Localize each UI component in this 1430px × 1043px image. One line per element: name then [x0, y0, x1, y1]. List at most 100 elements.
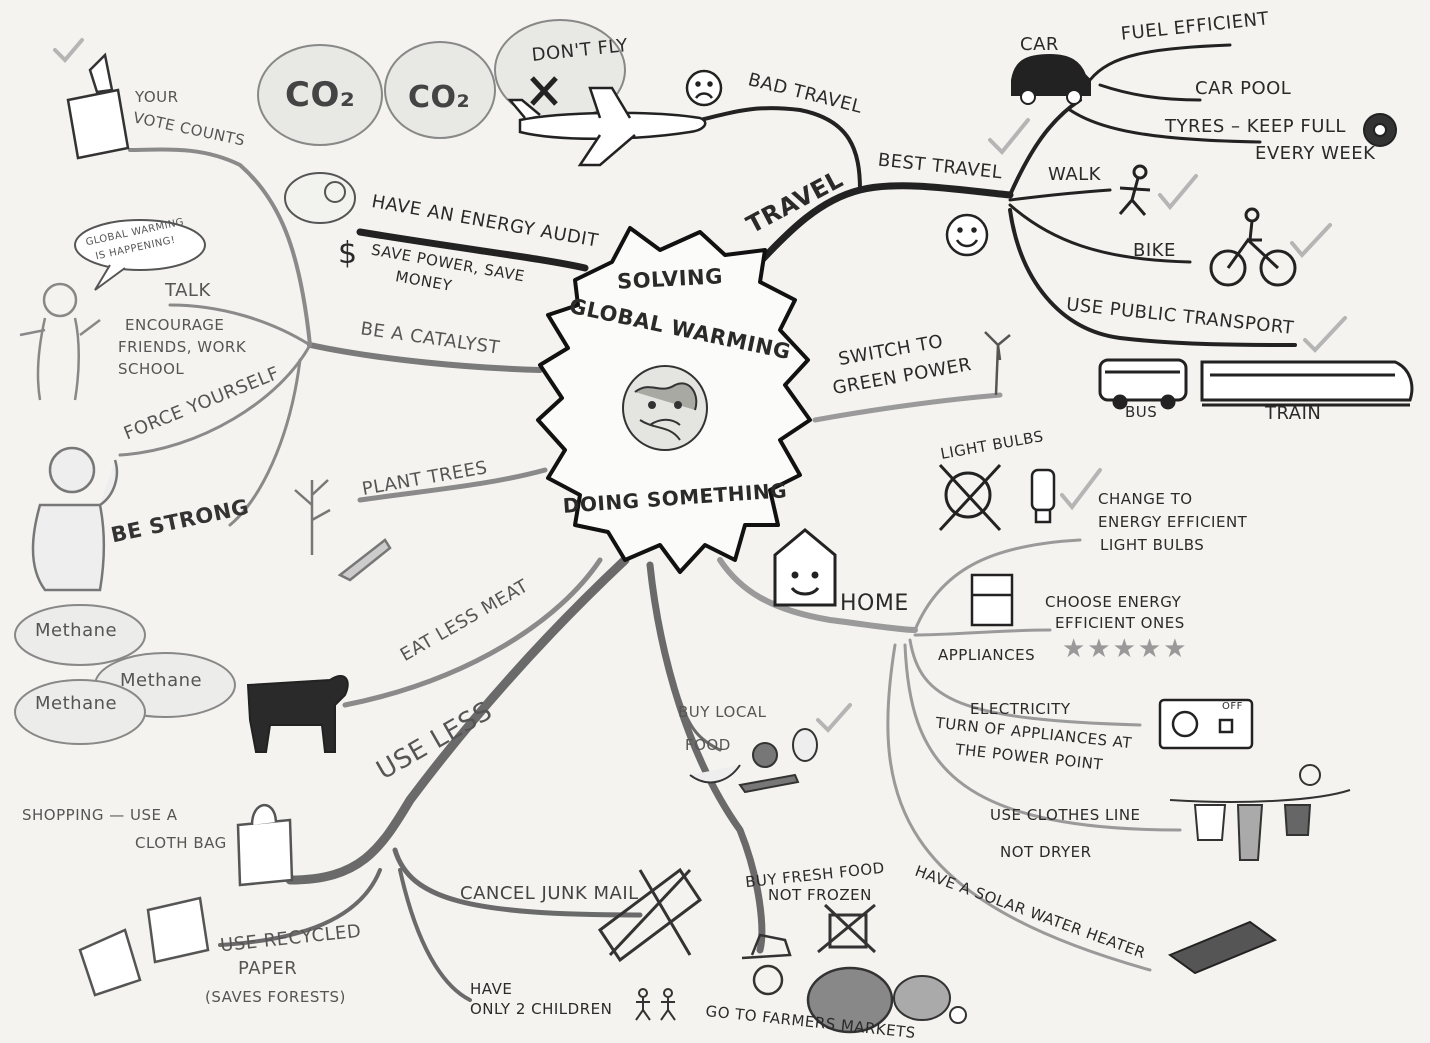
vegetables-icon — [893, 975, 967, 1024]
star-rating: ★★★★★ — [1062, 634, 1189, 664]
clothes-line-label: USE CLOTHES LINE — [990, 806, 1141, 824]
encourage-line2: FRIENDS, WORK — [118, 338, 247, 356]
recycled-line2: PAPER — [238, 958, 298, 979]
tyres-label-line2: EVERY WEEK — [1255, 143, 1376, 164]
methane-label-1: Methane — [35, 620, 118, 641]
car-icon — [1011, 53, 1091, 105]
shopping-label: SHOPPING — USE A — [22, 806, 178, 824]
bulb-crossed-icon — [938, 463, 1002, 532]
branch-local-food — [678, 698, 722, 752]
junk-mail-crossed-icon — [597, 867, 703, 963]
methane-clouds — [14, 604, 236, 745]
person-talking-icon — [19, 282, 101, 401]
ballot-box-icon — [66, 52, 130, 160]
bike-label: BIKE — [1133, 240, 1176, 261]
branch-electricity — [908, 638, 1142, 727]
branch-force — [118, 343, 312, 457]
branch-catalyst — [307, 342, 543, 373]
choose-efficient-line2: EFFICIENT ONES — [1055, 614, 1185, 632]
check-marks — [53, 38, 1347, 733]
encourage-line1: ENCOURAGE — [125, 316, 225, 334]
branch-strong — [228, 358, 302, 527]
power-point-icon — [1158, 698, 1254, 750]
sad-face-icon — [685, 69, 723, 107]
branch-vote — [128, 147, 312, 347]
efficient-bulb-icon — [1030, 468, 1056, 524]
branch-solar — [886, 643, 1152, 972]
branch-eat-less-meat — [342, 557, 603, 708]
walking-person-icon — [1118, 164, 1151, 216]
tyres-label-line1: TYRES – KEEP FULL — [1165, 116, 1346, 137]
cloth-bag-label: CLOTH BAG — [135, 834, 227, 852]
cloth-bag-icon — [236, 803, 294, 887]
home-label: HOME — [840, 591, 909, 616]
train-label: TRAIN — [1265, 403, 1322, 424]
branch-plant-trees — [357, 467, 548, 503]
talk-label: TALK — [165, 280, 211, 301]
branch-junk-mail — [392, 847, 643, 918]
recycled-line3: (SAVES FORESTS) — [205, 988, 346, 1006]
train-icon — [1200, 360, 1414, 407]
bicycle-icon — [1209, 207, 1297, 287]
change-bulbs-line1: CHANGE TO — [1098, 490, 1193, 508]
branch-bike — [1008, 203, 1192, 264]
fruit-icon — [689, 728, 818, 794]
branch-carpool — [1098, 83, 1202, 102]
appliances-label: APPLIANCES — [938, 646, 1036, 664]
farmer-icon — [741, 933, 792, 996]
frozen-food-crossed-icon — [817, 903, 877, 954]
electricity-label: ELECTRICITY — [970, 700, 1071, 718]
methane-label-2: Methane — [120, 670, 203, 691]
branch-green-power — [812, 392, 1003, 423]
piggy-bank-icon — [284, 172, 356, 224]
speech-bubble — [74, 219, 206, 291]
branch-car — [1008, 98, 1082, 197]
branch-tyres — [1068, 108, 1262, 144]
dollar-icon: $ — [338, 236, 358, 271]
children-label-line2: ONLY 2 CHILDREN — [470, 1000, 613, 1018]
co2-label-b: CO₂ — [408, 80, 471, 115]
children-label-line1: HAVE — [470, 980, 513, 998]
paper-stack-icon — [78, 896, 210, 997]
change-bulbs-line3: LIGHT BULBS — [1100, 536, 1205, 554]
cross-icon — [530, 76, 558, 106]
clothes-line-icon — [1169, 764, 1351, 861]
happy-face-icon — [945, 213, 989, 257]
bus-label: BUS — [1125, 403, 1158, 421]
off-label: OFF — [1222, 701, 1243, 712]
strong-person-icon — [31, 446, 119, 592]
branch-clothes — [903, 643, 1182, 832]
choose-efficient-line1: CHOOSE ENERGY — [1045, 593, 1182, 611]
house-icon — [773, 528, 837, 607]
solar-heater-icon — [1167, 920, 1278, 975]
car-pool-label: CAR POOL — [1195, 78, 1292, 99]
branch-fuel — [1088, 43, 1232, 82]
car-label: CAR — [1020, 34, 1059, 55]
walk-label: WALK — [1048, 164, 1101, 185]
children-icon — [635, 988, 676, 1021]
branch-appliances — [913, 628, 1052, 637]
earth-icon — [622, 365, 708, 451]
basket-icon — [806, 966, 894, 1034]
methane-label-3: Methane — [35, 693, 118, 714]
junk-mail-label: CANCEL JUNK MAIL — [460, 883, 639, 904]
branch-recycled — [218, 868, 382, 947]
branch-bulbs — [913, 538, 1082, 632]
tyre-icon — [1363, 113, 1397, 147]
not-dryer-label: NOT DRYER — [1000, 843, 1092, 861]
branch-food — [646, 561, 766, 954]
airplane-icon — [507, 86, 707, 167]
local-food-line2: FOOD — [685, 736, 731, 754]
branch-public — [1008, 208, 1297, 347]
encourage-line3: SCHOOL — [118, 360, 185, 378]
branch-walk — [1008, 188, 1112, 202]
branch-talk — [168, 303, 312, 347]
branch-home — [717, 557, 918, 633]
fresh-food-line2: NOT FROZEN — [768, 886, 872, 904]
fridge-icon — [970, 573, 1014, 627]
branch-energy-audit — [356, 228, 589, 272]
change-bulbs-line2: ENERGY EFFICIENT — [1098, 513, 1248, 531]
vote-label-line1: YOUR — [135, 88, 179, 106]
